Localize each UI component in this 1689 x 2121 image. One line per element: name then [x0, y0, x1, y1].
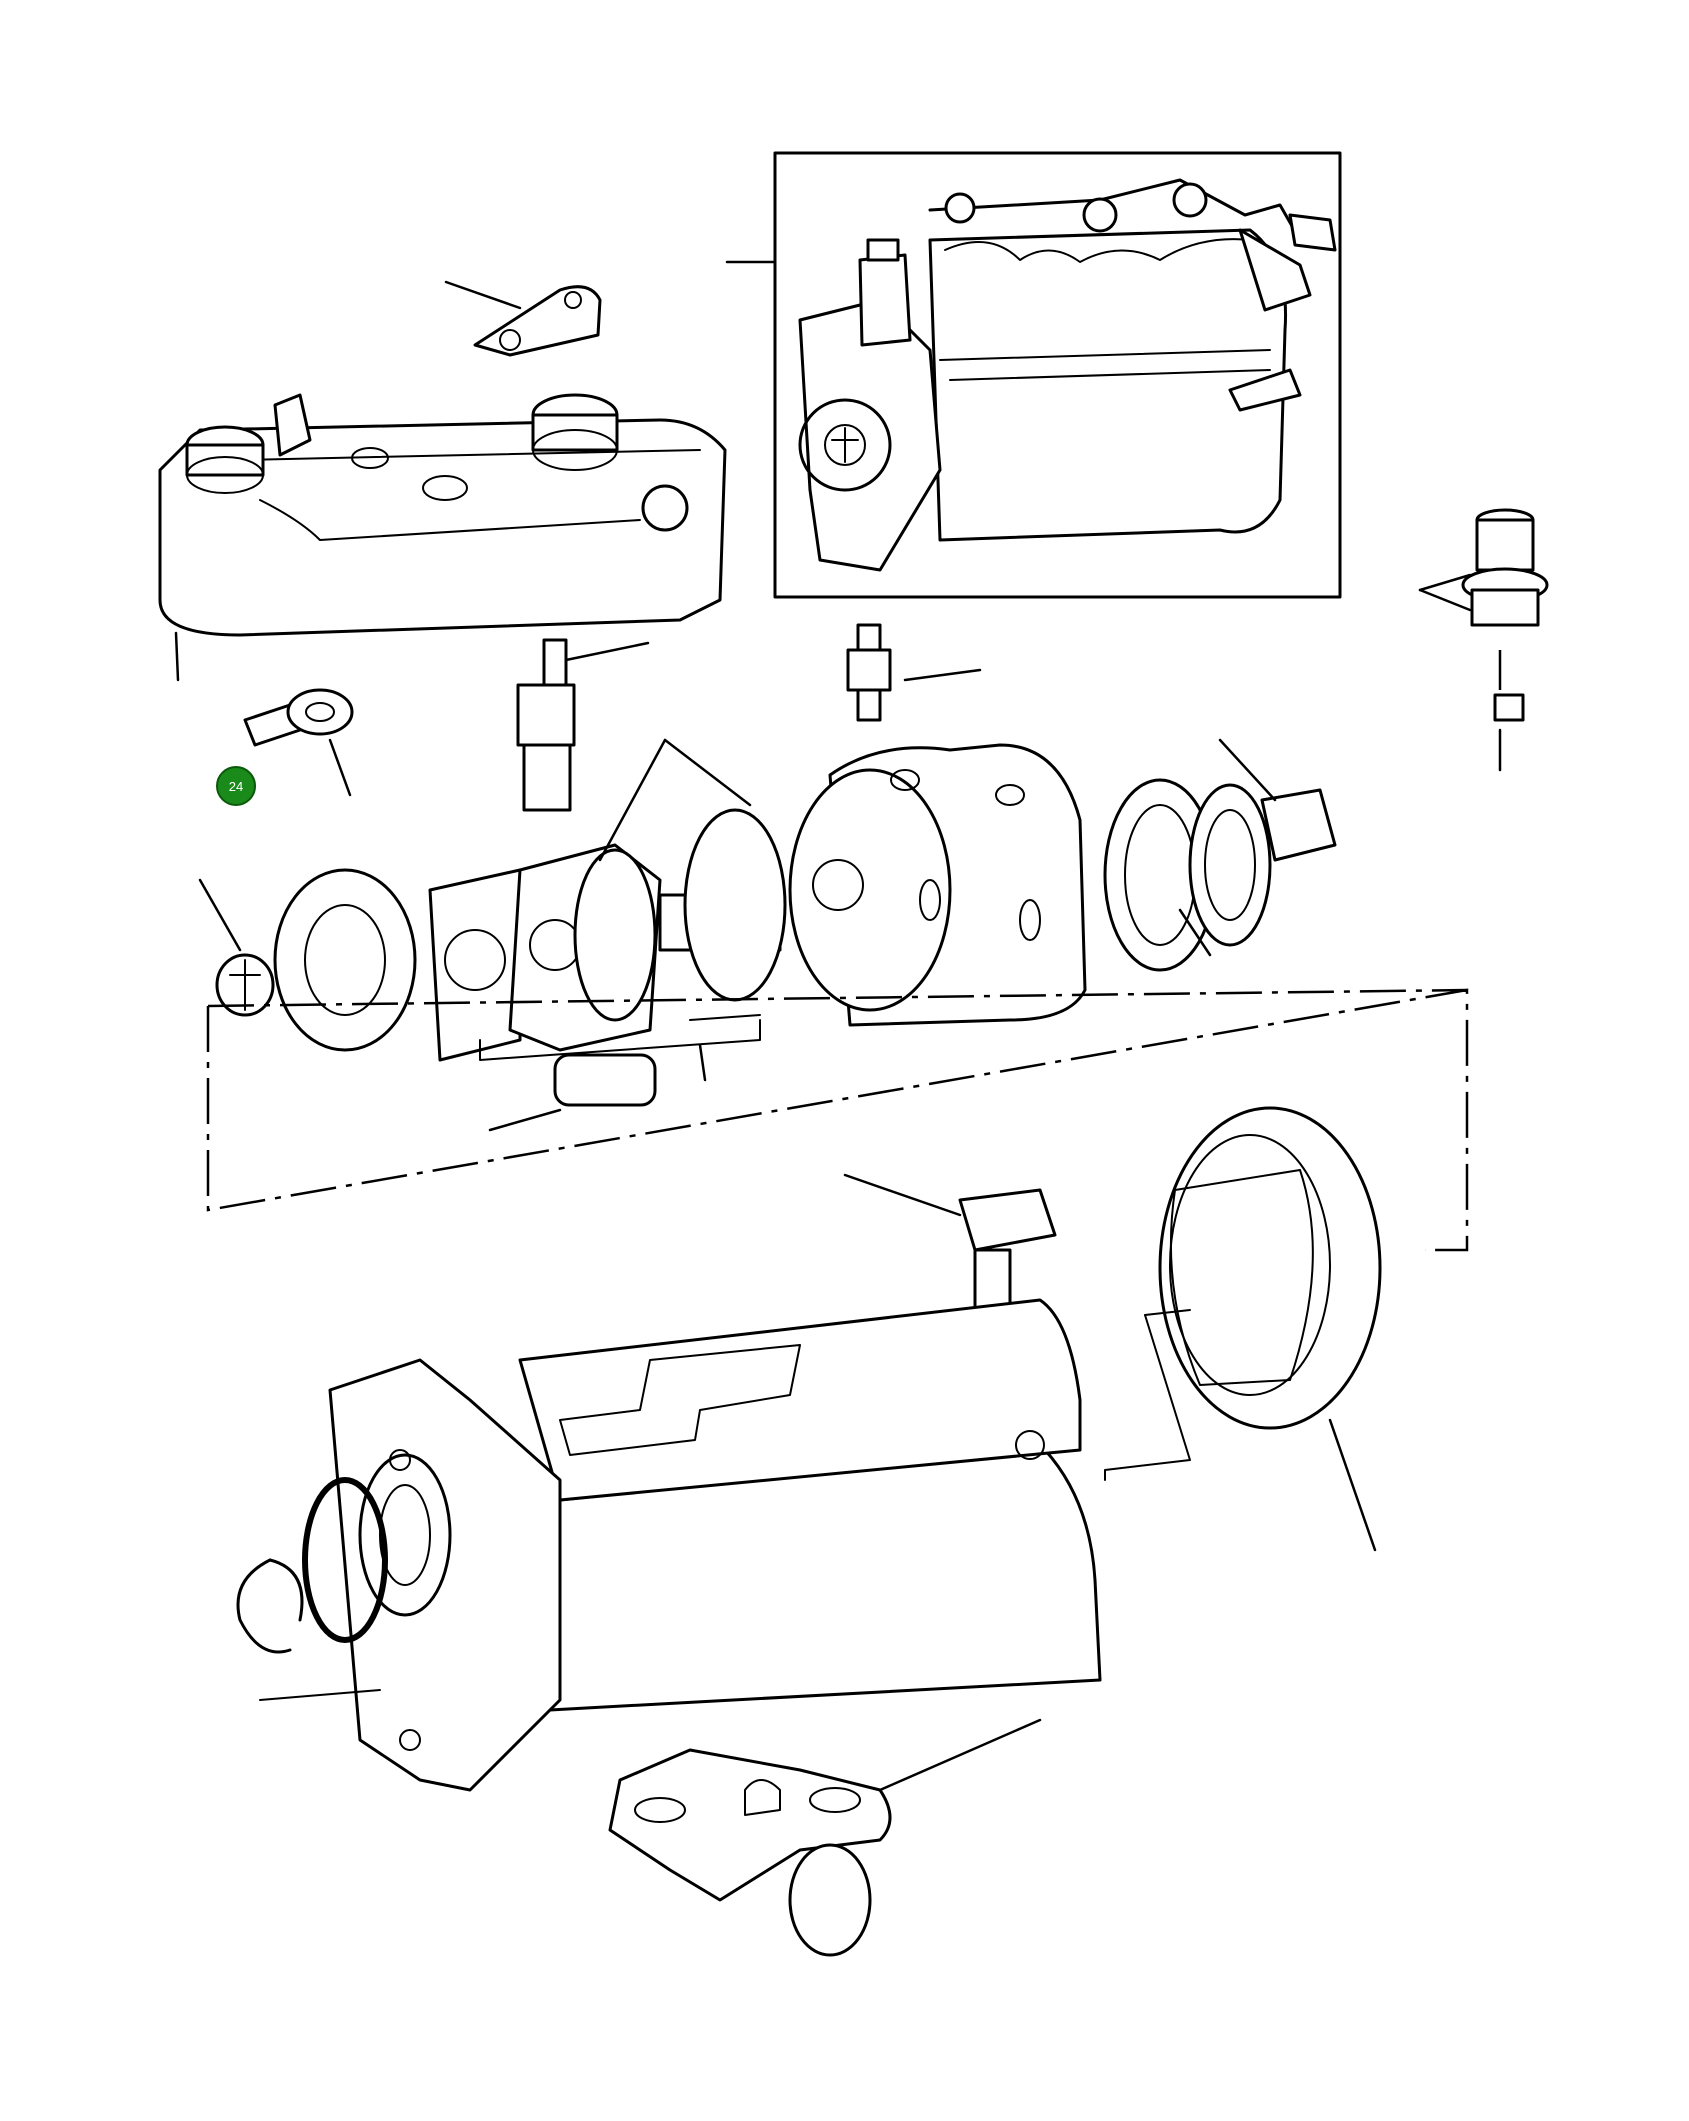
bracket-line [479, 1019, 761, 1061]
callout-label-24: 24 [229, 779, 243, 794]
bottom-adapter [608, 1718, 1042, 1957]
assembled-pump-inset [725, 151, 1342, 599]
banjo-fitting [243, 688, 354, 797]
end-seal-ring [1104, 1106, 1382, 1552]
linkage-bracket [473, 285, 602, 357]
callout-badge-24[interactable]: 24 [216, 766, 256, 806]
leader-line-bracket [444, 280, 522, 310]
rotor-assembly [198, 738, 1337, 1132]
terminal-block [843, 1173, 1057, 1322]
pump-housing [236, 1298, 1102, 1792]
small-valve [846, 623, 982, 722]
assembly-dashed-outline [206, 988, 1469, 1252]
stop-solenoid [1418, 508, 1549, 772]
governor-cover [158, 393, 727, 682]
hollow-bolt [516, 638, 650, 812]
